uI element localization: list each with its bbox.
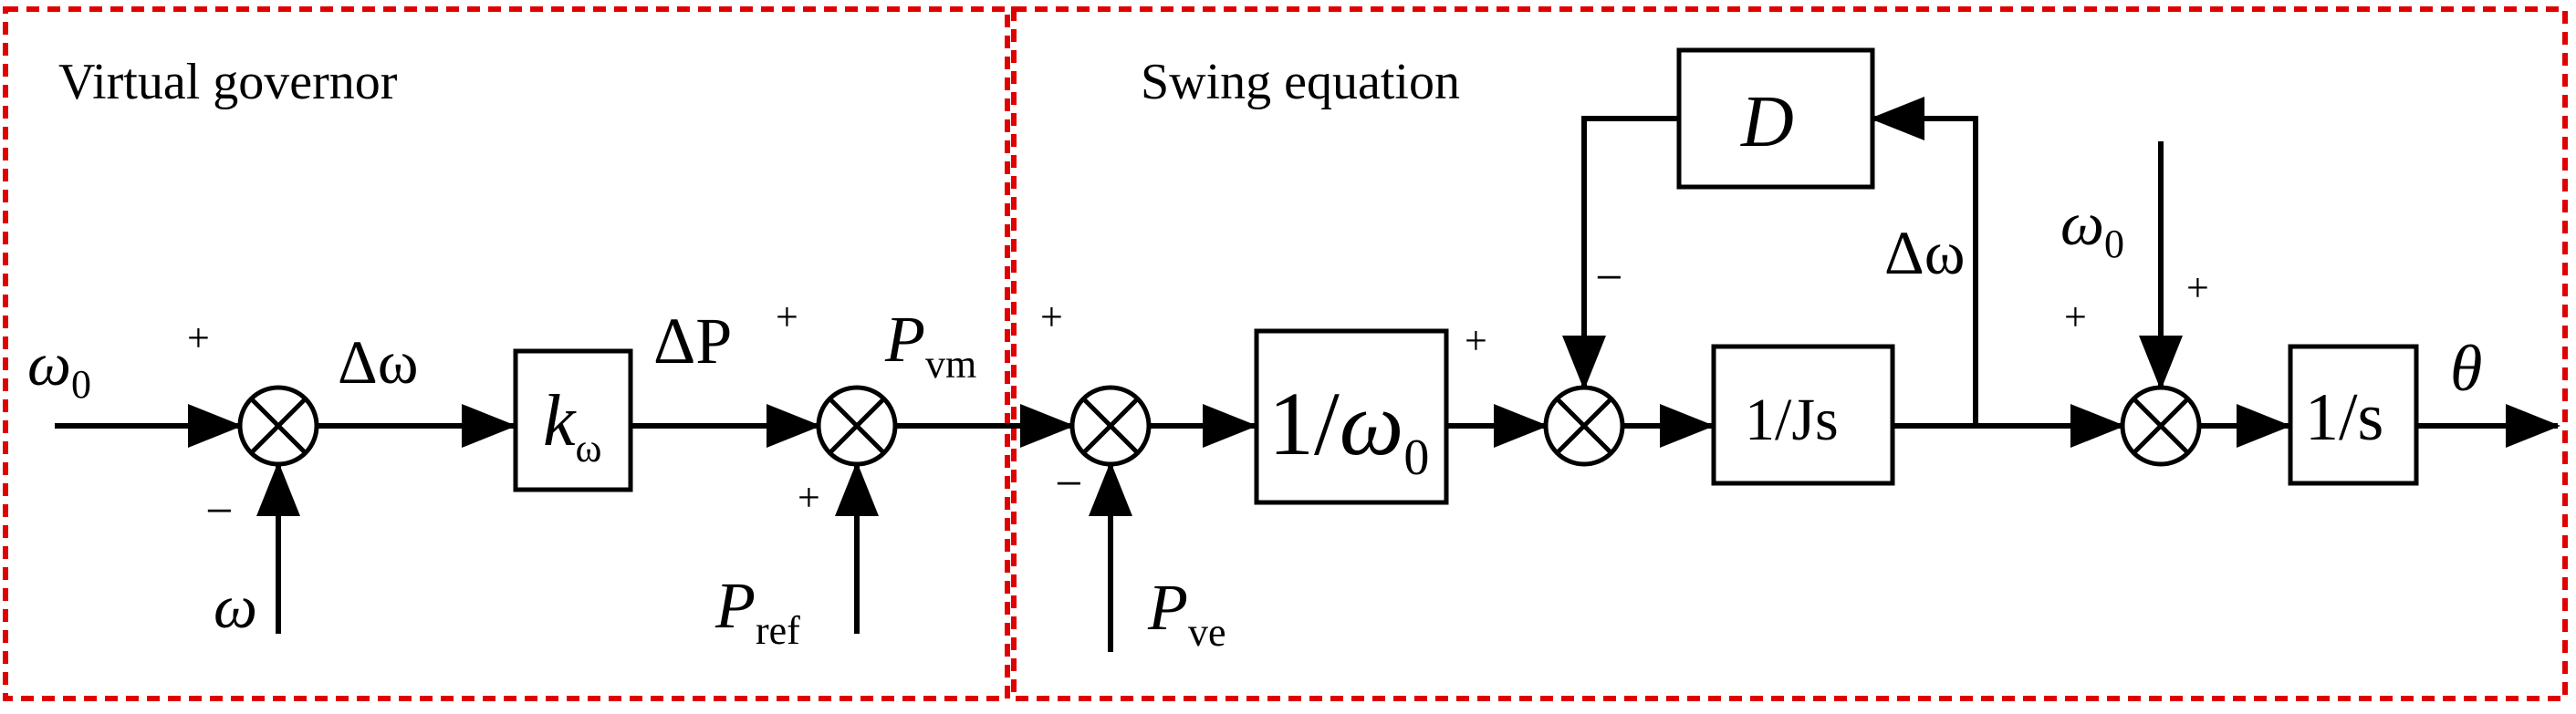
sign-plus-sum4-left: + [1465, 318, 1487, 363]
integrator-block-label: 1/s [2305, 380, 2383, 455]
sign-plus-sum5-top: + [2186, 265, 2209, 310]
inv-omega0-block-label: 1/ω0 [1268, 373, 1429, 486]
inv-js-block-label: 1/Js [1745, 387, 1839, 453]
delta-omega-swing-label: Δω [1884, 218, 1966, 287]
sign-minus-sum1-bottom: − [205, 483, 233, 538]
delta-omega-gov-label: Δω [338, 327, 419, 397]
damping-block [1676, 47, 1875, 190]
sum-junction-5 [2120, 385, 2202, 467]
p-ref-label: Pref [714, 569, 800, 653]
delta-p-label: ΔP [653, 305, 732, 378]
omega0-input-label: ω0 [27, 329, 91, 407]
omega-feedback-label: ω [214, 572, 257, 641]
omega0-ref-label: ω0 [2060, 189, 2124, 266]
inv-omega0-block [1254, 328, 1449, 505]
p-ve-label: Pve [1147, 571, 1226, 655]
sign-plus-sum5-left: + [2064, 295, 2087, 339]
sum-junction-2 [816, 385, 898, 467]
inv-js-block [1711, 344, 1895, 486]
damping-feedback-up-line [1870, 97, 1978, 426]
sign-minus-sum3-bottom: − [1055, 456, 1082, 511]
k-omega-block-label: kω [543, 381, 601, 471]
governor-section-border [3, 6, 1010, 701]
damping-feedback-down-line [1562, 116, 1679, 390]
governor-title: Virtual governor [58, 54, 398, 110]
sign-plus-sum2-bottom: + [798, 475, 820, 520]
sign-plus-sum1-left: + [187, 316, 210, 360]
sum-junction-1 [237, 385, 319, 467]
p-vm-label: Pvm [884, 303, 976, 387]
sum-junction-3 [1069, 385, 1152, 467]
sign-plus-sum3-left: + [1040, 295, 1063, 339]
sign-minus-sum4-top: − [1595, 250, 1622, 305]
sign-plus-sum2-left: + [776, 295, 798, 339]
integrator-block [2288, 344, 2419, 486]
swing-title: Swing equation [1141, 54, 1460, 110]
swing-section-border [1011, 6, 2568, 701]
sum-junction-4 [1543, 385, 1625, 467]
theta-label: θ [2450, 332, 2482, 405]
k-omega-block [513, 348, 633, 492]
damping-block-label: D [1740, 82, 1794, 162]
